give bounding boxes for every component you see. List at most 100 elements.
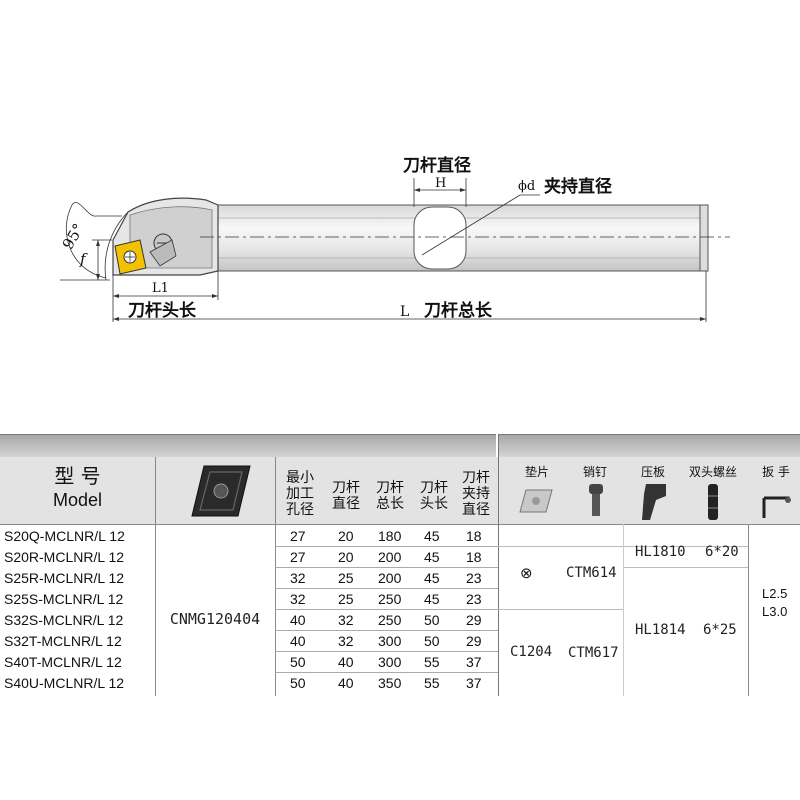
- shim-icon: [519, 489, 553, 513]
- col-header-clamp-dia: 刀杆 夹持 直径: [462, 470, 490, 518]
- model-cell: S32T-MCLNR/L 12: [4, 633, 122, 649]
- label-f: f: [79, 250, 88, 268]
- value-cell: 350: [378, 675, 402, 691]
- value-cell: 32: [290, 570, 306, 586]
- acc-header-shim: 垫片: [524, 465, 549, 479]
- value-cell: 37: [466, 654, 482, 670]
- col-header-min-bore: 最小 加工 孔径: [286, 470, 314, 518]
- insert-code: CNMG120404: [169, 610, 261, 628]
- table-row: S32S-MCLNR/L 12 40 32 250 50 29: [0, 610, 498, 631]
- screw-b: 6*25: [703, 622, 737, 638]
- model-cell: S20Q-MCLNR/L 12: [4, 528, 125, 544]
- label-head-length: 刀杆头长: [128, 300, 197, 321]
- table-row: S40T-MCLNR/L 12 50 40 300 55 37: [0, 652, 498, 673]
- cnmg-insert-icon: [191, 465, 251, 517]
- model-cell: S40U-MCLNR/L 12: [4, 675, 125, 691]
- table-row: S25R-MCLNR/L 12 32 25 200 45 23: [0, 568, 498, 589]
- wrench-icon: [762, 496, 791, 518]
- shim-b: C1204: [510, 644, 553, 660]
- model-cell: S25R-MCLNR/L 12: [4, 570, 125, 586]
- value-cell: 40: [290, 633, 306, 649]
- spec-table: 型 号 Model 最小 加工 孔径 刀杆 直径 刀杆 总长 刀杆 头长 刀杆 …: [0, 434, 800, 696]
- accessory-title-bar: [498, 434, 800, 458]
- clamp-icon: [642, 484, 666, 520]
- value-cell: 32: [338, 612, 354, 628]
- value-cell: 180: [378, 528, 402, 544]
- value-cell: 40: [338, 654, 354, 670]
- value-cell: 55: [424, 675, 440, 691]
- table-row: S32T-MCLNR/L 12 40 32 300 50 29: [0, 631, 498, 652]
- model-cell: S20R-MCLNR/L 12: [4, 549, 125, 565]
- value-cell: 32: [338, 633, 354, 649]
- label-total-length: 刀杆总长: [424, 300, 493, 321]
- value-cell: 18: [466, 549, 482, 565]
- acc-header-clamp: 压板: [640, 465, 665, 479]
- label-angle: 95°: [59, 220, 88, 252]
- screw-a: 6*20: [705, 544, 739, 560]
- value-cell: 250: [378, 612, 402, 628]
- label-L1: L1: [152, 281, 169, 296]
- value-cell: 37: [466, 675, 482, 691]
- pin-b: CTM617: [568, 645, 619, 661]
- label-H: H: [435, 176, 446, 191]
- label-clamp-diameter: 夹持直径: [544, 176, 612, 197]
- table-row: S20Q-MCLNR/L 12 27 20 180 45 18: [0, 526, 498, 547]
- value-cell: 55: [424, 654, 440, 670]
- value-cell: 300: [378, 654, 402, 670]
- value-cell: 32: [290, 591, 306, 607]
- table-title-bar: [0, 434, 496, 458]
- value-cell: 300: [378, 633, 402, 649]
- value-cell: 20: [338, 528, 354, 544]
- wrench-2: L3.0: [762, 604, 788, 619]
- value-cell: 27: [290, 528, 306, 544]
- value-cell: 23: [466, 570, 482, 586]
- value-cell: 45: [424, 528, 440, 544]
- clamp-diameter-section: [413, 206, 467, 270]
- table-row: S40U-MCLNR/L 12 50 40 350 55 37: [0, 673, 498, 694]
- clamp-a: HL1810: [635, 544, 686, 560]
- value-cell: 40: [290, 612, 306, 628]
- acc-header-wrench: 扳 手: [762, 465, 790, 479]
- label-shank-diameter: 刀杆直径: [403, 155, 471, 176]
- model-cell: S32S-MCLNR/L 12: [4, 612, 124, 628]
- value-cell: 50: [290, 675, 306, 691]
- value-cell: 27: [290, 549, 306, 565]
- clamp-b: HL1814: [635, 622, 686, 638]
- pin-a: CTM614: [566, 565, 617, 581]
- model-cell: S40T-MCLNR/L 12: [4, 654, 122, 670]
- table-row: S25S-MCLNR/L 12 32 25 250 45 23: [0, 589, 498, 610]
- boring-bar-drawing: 刀杆直径 H ϕd 夹持直径 95° f L1 刀杆头长 L 刀杆总长: [59, 155, 730, 322]
- value-cell: 200: [378, 570, 402, 586]
- value-cell: 25: [338, 570, 354, 586]
- value-cell: 45: [424, 570, 440, 586]
- value-cell: 29: [466, 633, 482, 649]
- value-cell: 50: [290, 654, 306, 670]
- label-L: L: [400, 304, 409, 320]
- value-cell: 40: [338, 675, 354, 691]
- acc-header-screw: 双头螺丝: [688, 465, 737, 479]
- model-header: 型 号 Model: [52, 464, 103, 510]
- value-cell: 200: [378, 549, 402, 565]
- table-row: S20R-MCLNR/L 12 27 20 200 45 18: [0, 547, 498, 568]
- double-screw-icon: [708, 484, 718, 520]
- value-cell: 20: [338, 549, 354, 565]
- value-cell: 45: [424, 591, 440, 607]
- label-phi-d: ϕd: [518, 179, 535, 194]
- table-header-row: [0, 457, 800, 525]
- value-cell: 50: [424, 612, 440, 628]
- value-cell: 18: [466, 528, 482, 544]
- col-header-head-len: 刀杆 头长: [420, 480, 448, 512]
- value-cell: 250: [378, 591, 402, 607]
- value-cell: 23: [466, 591, 482, 607]
- acc-header-pin: 销钉: [582, 465, 607, 479]
- model-cell: S25S-MCLNR/L 12: [4, 591, 124, 607]
- col-header-shank-dia: 刀杆 直径: [332, 480, 360, 512]
- pin-icon: [589, 484, 603, 516]
- value-cell: 50: [424, 633, 440, 649]
- value-cell: 45: [424, 549, 440, 565]
- value-cell: 25: [338, 591, 354, 607]
- wrench-1: L2.5: [762, 586, 788, 601]
- shim-a: ⊗: [520, 565, 533, 582]
- col-header-total-len: 刀杆 总长: [376, 480, 404, 512]
- value-cell: 29: [466, 612, 482, 628]
